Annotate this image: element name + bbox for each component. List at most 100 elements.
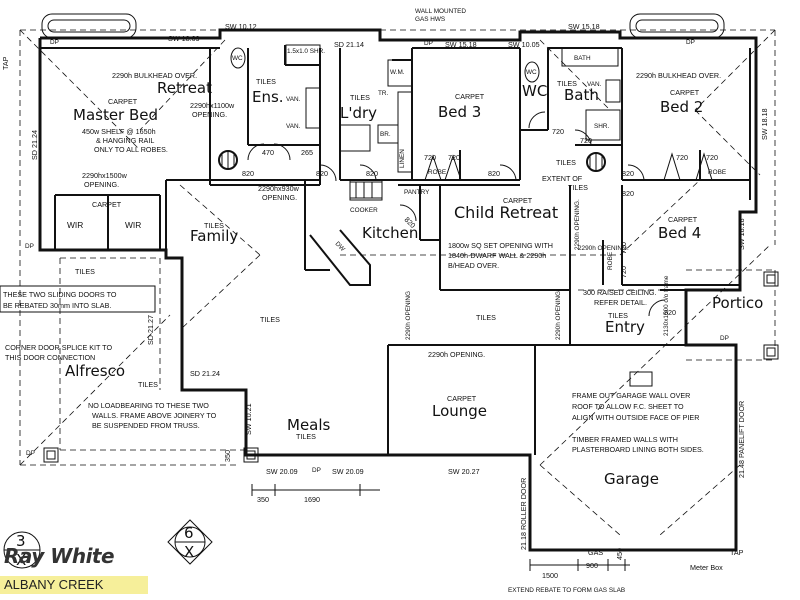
dim-820-8: 820 xyxy=(664,308,676,317)
fixture-wc-2: WC xyxy=(526,69,537,76)
note-shelf-2: & HANGING RAIL xyxy=(96,136,154,145)
dim-720-5: 720 xyxy=(676,153,688,162)
dim-sw2009a: SW 20.09 xyxy=(266,467,298,476)
note-garage-1: FRAME OUT GARAGE WALL OVER xyxy=(572,391,690,400)
exhaust-fans xyxy=(218,150,606,172)
note-dp-5: DP xyxy=(26,450,35,457)
note-dp-4: DP xyxy=(25,243,34,250)
finish-hall: TILES xyxy=(476,313,496,322)
finish-family: TILES xyxy=(204,221,224,230)
note-opening-930-b: OPENING. xyxy=(262,193,297,202)
finish-main: TILES xyxy=(260,315,280,324)
dim-265: 265 xyxy=(301,148,313,157)
roof-diagonals xyxy=(19,29,776,536)
note-panelift: 21.48 PANELIFT DOOR xyxy=(737,401,746,478)
note-dp-2: DP xyxy=(424,40,433,47)
dimensions: SW 10.12 SW 18.09 SD 21.14 SW 15.18 SW 1… xyxy=(30,22,769,580)
dim-720-1: 720 xyxy=(424,153,436,162)
note-ceiling-2: REFER DETAIL. xyxy=(594,298,647,307)
room-bed2: Bed 2 xyxy=(660,98,703,116)
section-left-letter: X xyxy=(16,551,26,569)
fixture-robe-2: ROBE xyxy=(708,169,726,176)
note-rebate: EXTEND REBATE TO FORM GAS SLAB xyxy=(508,587,625,594)
note-load-1: NO LOADBEARING TO THESE TWO xyxy=(88,401,209,410)
dim-720-2: 720 xyxy=(448,153,460,162)
note-opening-1500-a: 2290hx1500w xyxy=(82,171,128,180)
dim-sw1809: SW 18.09 xyxy=(168,34,200,43)
room-wc1: WC xyxy=(522,82,547,100)
note-opening-v3: 2290h OPENING xyxy=(405,291,412,340)
water-tanks xyxy=(41,13,725,39)
section-marker-left: 3 X xyxy=(3,531,41,569)
note-timber-2: PLASTERBOARD LINING BOTH SIDES. xyxy=(572,445,704,454)
dim-sw1518a: SW 15.18 xyxy=(445,40,477,49)
room-master-bed: Master Bed xyxy=(73,106,158,124)
note-child-3: B/HEAD OVER. xyxy=(448,261,499,270)
fixture-robe-3: ROBE xyxy=(607,252,614,270)
agency-logo: Ray White ALBANY CREEK xyxy=(0,544,148,600)
construction-notes: WALL MOUNTED GAS HWS 2290h BULKHEAD OVER… xyxy=(0,8,746,594)
note-opening-h: 2290h OPENING. xyxy=(428,350,485,359)
finish-ldry: TILES xyxy=(350,93,370,102)
note-splice-1: CORNER DOOR SPLICE KIT TO xyxy=(5,343,112,352)
finish-entry: TILES xyxy=(608,311,628,320)
dim-sd2114: SD 21.14 xyxy=(334,40,364,49)
dim-820-6: 820 xyxy=(622,189,634,198)
agency-branch: ALBANY CREEK xyxy=(0,576,148,594)
fixture-wc-ens: WC xyxy=(232,55,243,62)
dim-sw1021: SW 10.21 xyxy=(244,403,253,435)
room-portico: Portico xyxy=(712,294,763,312)
note-bulkhead-1: 2290h BULKHEAD OVER. xyxy=(112,71,197,80)
finish-bed3: CARPET xyxy=(455,92,485,101)
fixture-van-2: VAN. xyxy=(286,123,301,130)
fixture-dw: DW xyxy=(334,240,347,253)
dim-sd2124b: SD 21.24 xyxy=(190,369,220,378)
fixture-pantry: PANTRY xyxy=(404,189,430,196)
fixture-frame: 2130x1500 o/o frame xyxy=(663,275,670,336)
agency-name: Ray White xyxy=(4,544,115,568)
finish-child: CARPET xyxy=(503,196,533,205)
room-family: Family xyxy=(190,227,238,245)
section-left-num: 3 xyxy=(16,532,26,550)
room-meals: Meals xyxy=(287,416,331,434)
fixture-br: BR. xyxy=(380,131,391,138)
note-extent-2: TILES xyxy=(568,183,588,192)
note-opening-v1: 2290h OPENING. xyxy=(574,199,581,250)
dim-820-4: 820 xyxy=(488,169,500,178)
note-load-2: WALLS. FRAME ABOVE JOINERY TO xyxy=(92,411,217,420)
section-right-letter: X xyxy=(184,543,194,561)
note-dp-6: DP xyxy=(312,467,321,474)
dim-820-3: 820 xyxy=(366,169,378,178)
fixture-bath: BATH xyxy=(574,55,591,62)
fixture-van-1: VAN. xyxy=(286,96,301,103)
dim-sw1005: SW 10.05 xyxy=(508,40,540,49)
room-garage: Garage xyxy=(604,470,659,488)
dimension-lines xyxy=(251,484,630,571)
note-splice-2: THIS DOOR CONNECTION xyxy=(5,353,95,362)
note-dp-1: DP xyxy=(50,39,59,46)
room-entry: Entry xyxy=(605,318,645,336)
dim-350a: 350 xyxy=(257,495,269,504)
finish-meals: TILES xyxy=(296,432,316,441)
finish-bath: TILES xyxy=(557,79,577,88)
room-ldry: L'dry xyxy=(340,104,377,122)
note-dp-7: DP xyxy=(720,335,729,342)
note-dp-3: DP xyxy=(686,39,695,46)
finish-alfresco: TILES xyxy=(75,267,95,276)
note-load-3: BE SUSPENDED FROM TRUSS. xyxy=(92,421,200,430)
posts xyxy=(43,271,779,463)
note-opening-1100-b: OPENING. xyxy=(192,110,227,119)
fixture-ens-shower: 1.5x1.0 SHR. xyxy=(287,48,325,55)
note-shelf-3: ONLY TO ALL ROBES. xyxy=(94,145,168,154)
fixture-van-3: VAN. xyxy=(587,81,602,88)
dim-sd2124a: SD 21.24 xyxy=(30,130,39,160)
note-timber-1: TIMBER FRAMED WALLS WITH xyxy=(572,435,678,444)
note-shelf-1: 450w SHELF @ 1650h xyxy=(82,127,156,136)
dim-450: 450 xyxy=(615,548,624,560)
dim-350b: 350 xyxy=(223,450,232,462)
note-wall-gas-1: WALL MOUNTED xyxy=(415,8,466,15)
dim-sw2027: SW 20.27 xyxy=(448,467,480,476)
room-lounge: Lounge xyxy=(432,402,487,420)
room-child-retreat: Child Retreat xyxy=(454,203,558,222)
